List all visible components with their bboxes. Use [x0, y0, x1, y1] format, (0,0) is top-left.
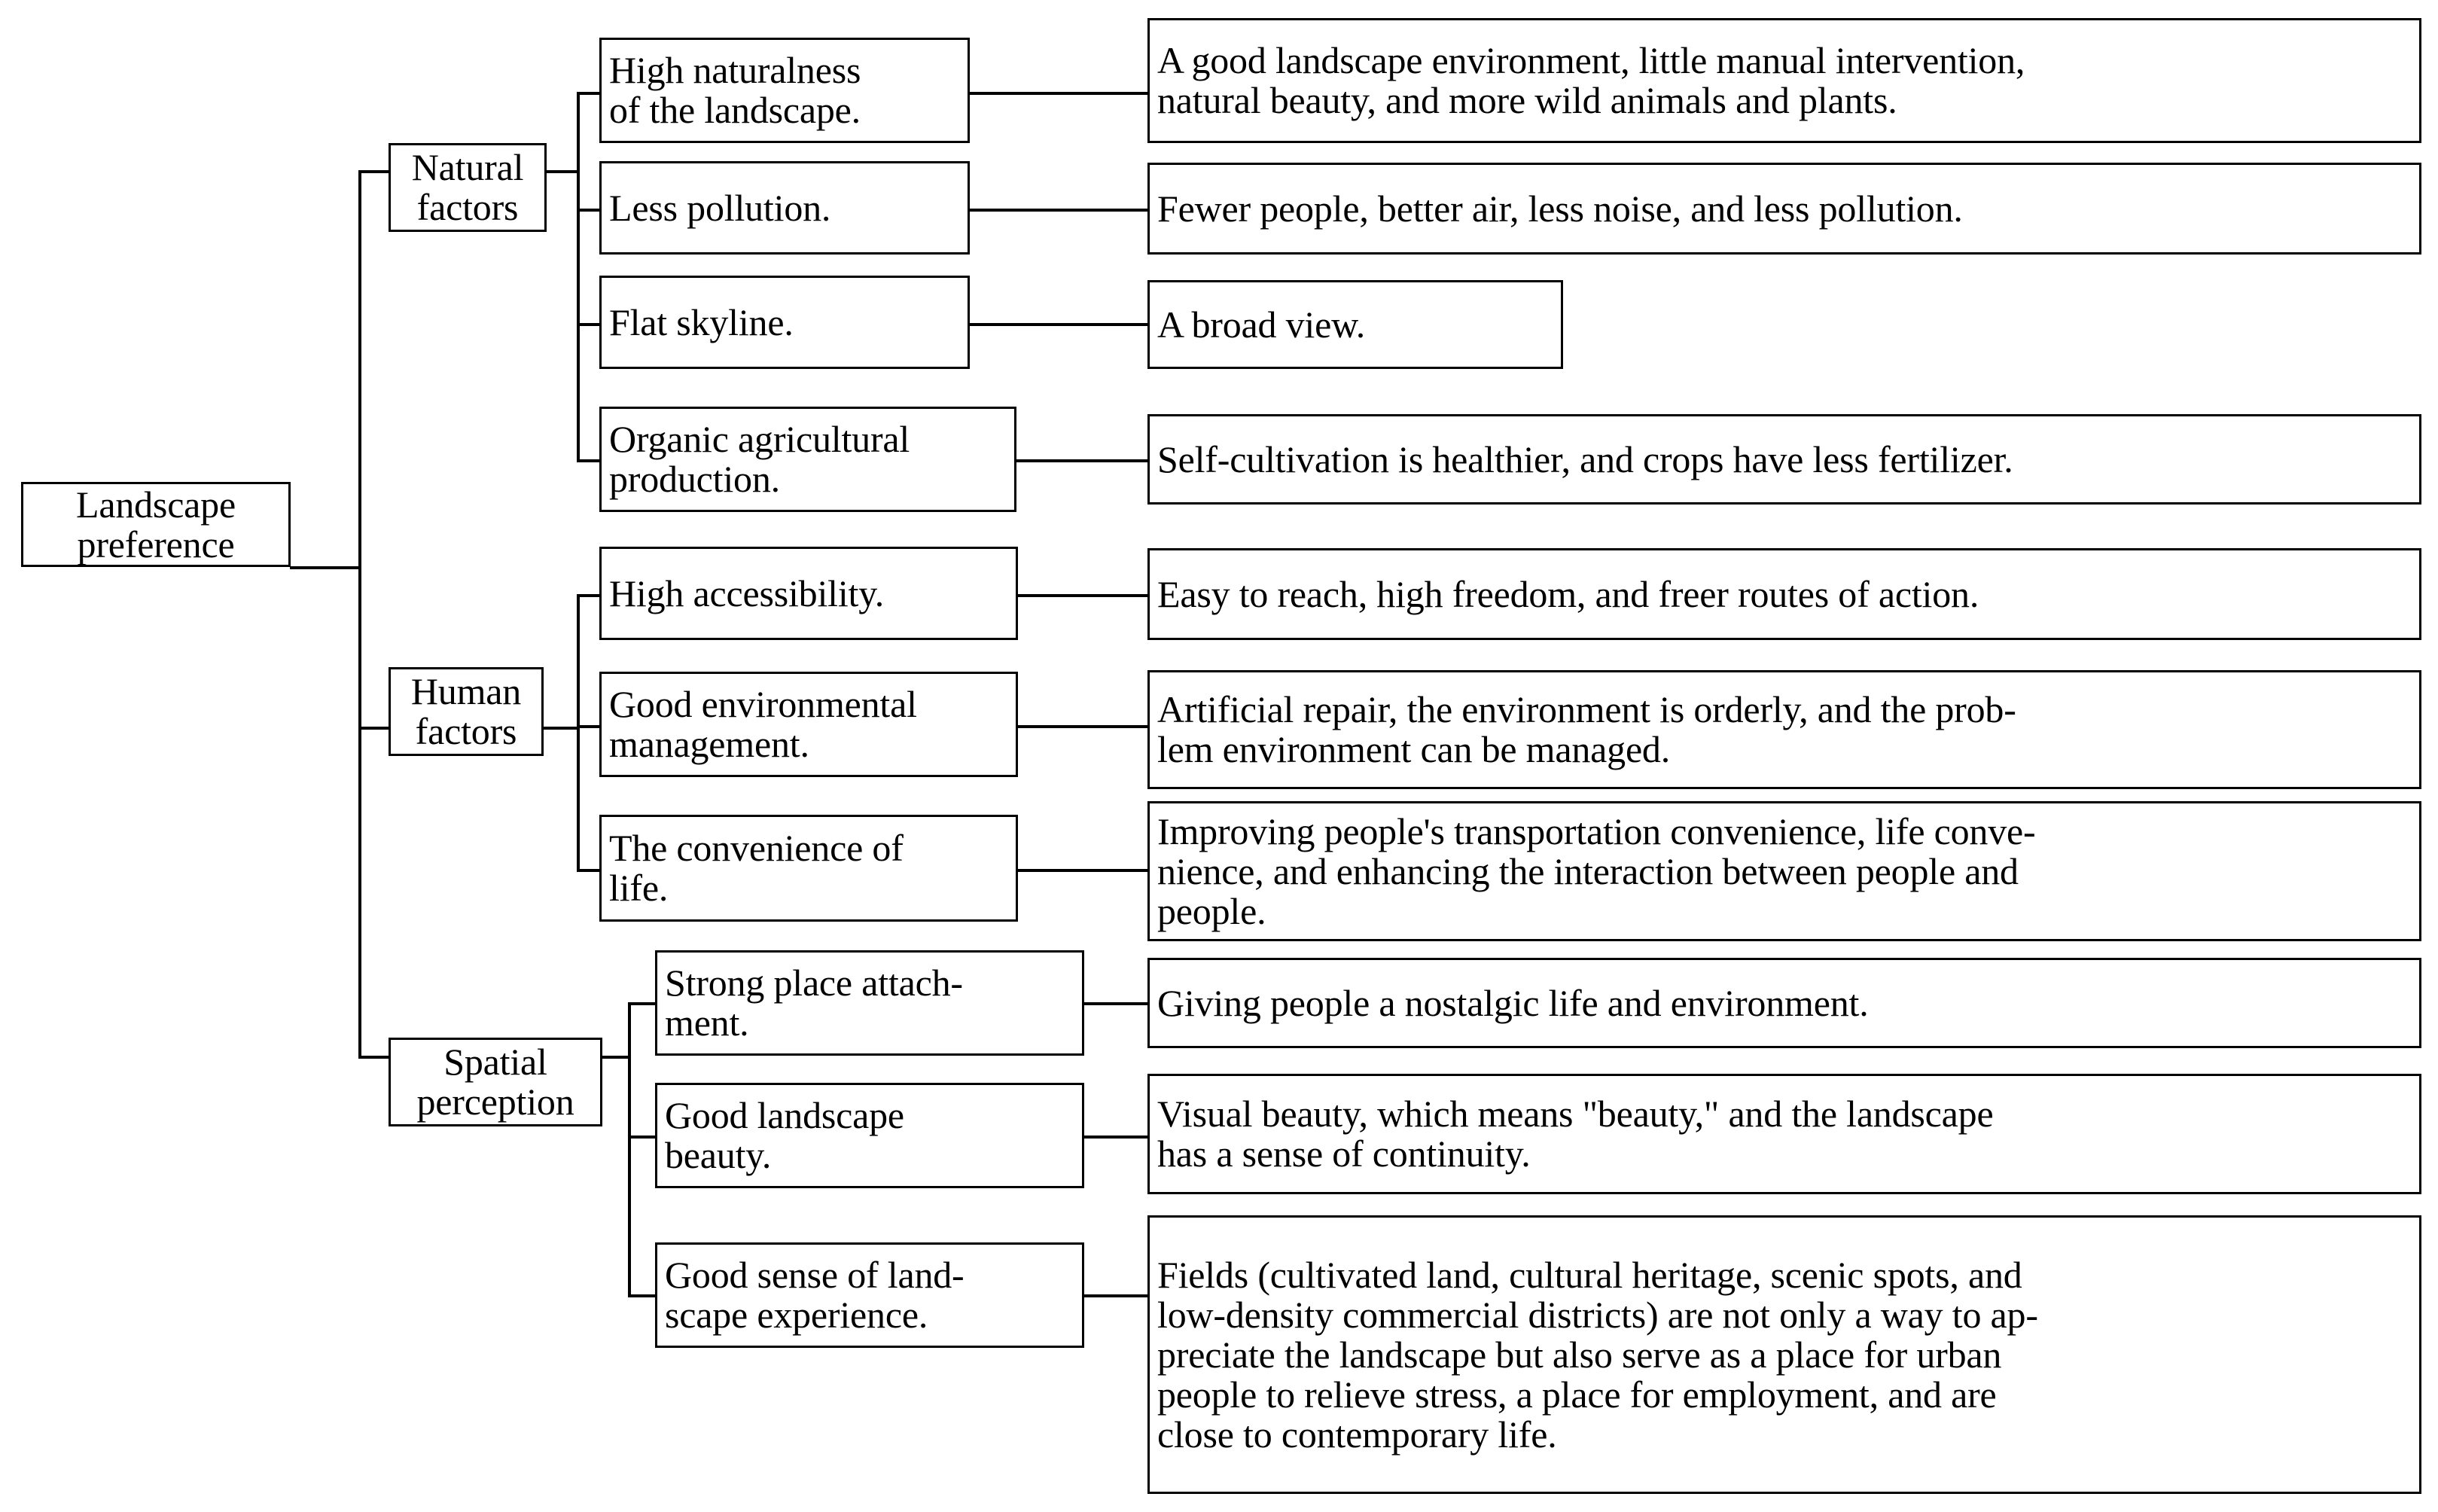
node-desc-flat-skyline-text: A broad view. [1157, 303, 1366, 346]
edge-human-subtrunk [577, 594, 580, 872]
node-item-strong-place-attachment[interactable]: Strong place attach-ment. [655, 950, 1084, 1056]
node-desc-good-environmental-management[interactable]: Artificial repair, the environment is or… [1147, 670, 2421, 789]
node-desc-less-pollution-text: Fewer people, better air, less noise, an… [1157, 187, 1963, 230]
node-desc-flat-skyline[interactable]: A broad view. [1147, 280, 1563, 369]
edge-desc-human-1 [1018, 725, 1149, 728]
node-desc-convenience-of-life[interactable]: Improving people's transportation conven… [1147, 801, 2421, 941]
edge-desc-human-0 [1018, 594, 1149, 597]
node-desc-strong-place-attachment-text: Giving people a nostalgic life and envir… [1157, 981, 1869, 1024]
node-desc-high-accessibility[interactable]: Easy to reach, high freedom, and freer r… [1147, 548, 2421, 640]
node-desc-convenience-of-life-text: Improving people's transportation conven… [1157, 809, 2036, 932]
node-desc-high-naturalness[interactable]: A good landscape environment, little man… [1147, 18, 2421, 143]
node-item-less-pollution[interactable]: Less pollution. [599, 161, 970, 255]
edge-spatial-item-0 [628, 1002, 657, 1005]
edge-spatial-subtrunk [628, 1002, 631, 1294]
node-desc-strong-place-attachment[interactable]: Giving people a nostalgic life and envir… [1147, 958, 2421, 1048]
node-desc-good-sense-of-landscape-experience-text: Fields (cultivated land, cultural herita… [1157, 1253, 2038, 1456]
edge-natural-out [545, 170, 578, 173]
node-desc-organic-agricultural-production-text: Self-cultivation is healthier, and crops… [1157, 437, 2013, 480]
node-desc-high-naturalness-text: A good landscape environment, little man… [1157, 39, 2025, 121]
node-item-good-sense-of-landscape-experience[interactable]: Good sense of land-scape experience. [655, 1242, 1084, 1348]
node-item-good-sense-of-landscape-experience-label: Good sense of land-scape experience. [665, 1254, 965, 1336]
edge-desc-spatial-0 [1084, 1002, 1149, 1005]
edge-spatial-item-1 [628, 1136, 657, 1139]
edge-desc-natural-1 [970, 209, 1149, 212]
edge-trunk-to-spatial [358, 1056, 390, 1059]
edge-natural-subtrunk [577, 92, 580, 461]
edge-desc-natural-3 [1016, 459, 1149, 462]
node-item-less-pollution-label: Less pollution. [609, 186, 831, 229]
edge-natural-item-3 [577, 459, 601, 462]
node-desc-good-landscape-beauty-text: Visual beauty, which means "beauty," and… [1157, 1093, 1994, 1175]
node-desc-high-accessibility-text: Easy to reach, high freedom, and freer r… [1157, 572, 1979, 615]
edge-desc-natural-2 [970, 323, 1149, 326]
node-item-flat-skyline-label: Flat skyline. [609, 300, 794, 343]
node-item-high-accessibility[interactable]: High accessibility. [599, 547, 1018, 640]
edge-spatial-out [602, 1056, 629, 1059]
edge-desc-spatial-2 [1084, 1294, 1149, 1297]
node-item-high-accessibility-label: High accessibility. [609, 572, 885, 614]
edge-desc-human-2 [1018, 869, 1149, 872]
edge-main-trunk [358, 170, 361, 1057]
edge-human-item-2 [577, 869, 601, 872]
edge-desc-spatial-1 [1084, 1136, 1149, 1139]
node-desc-good-sense-of-landscape-experience[interactable]: Fields (cultivated land, cultural herita… [1147, 1215, 2421, 1494]
edge-natural-item-2 [577, 323, 601, 326]
edge-natural-item-0 [577, 92, 601, 95]
edge-human-item-0 [577, 594, 601, 597]
edge-natural-item-1 [577, 209, 601, 212]
edge-trunk-to-human [358, 727, 390, 730]
edge-spatial-item-2 [628, 1294, 657, 1297]
edge-desc-natural-0 [970, 92, 1149, 95]
node-desc-good-landscape-beauty[interactable]: Visual beauty, which means "beauty," and… [1147, 1074, 2421, 1194]
node-desc-organic-agricultural-production[interactable]: Self-cultivation is healthier, and crops… [1147, 414, 2421, 505]
edge-trunk-to-natural [358, 170, 390, 173]
node-desc-less-pollution[interactable]: Fewer people, better air, less noise, an… [1147, 163, 2421, 255]
edge-human-out [544, 727, 578, 730]
node-desc-good-environmental-management-text: Artificial repair, the environment is or… [1157, 688, 2016, 770]
edge-root-stub [290, 566, 361, 569]
edge-human-item-1 [577, 725, 601, 728]
node-item-flat-skyline[interactable]: Flat skyline. [599, 276, 970, 369]
node-item-strong-place-attachment-label: Strong place attach-ment. [665, 962, 963, 1044]
